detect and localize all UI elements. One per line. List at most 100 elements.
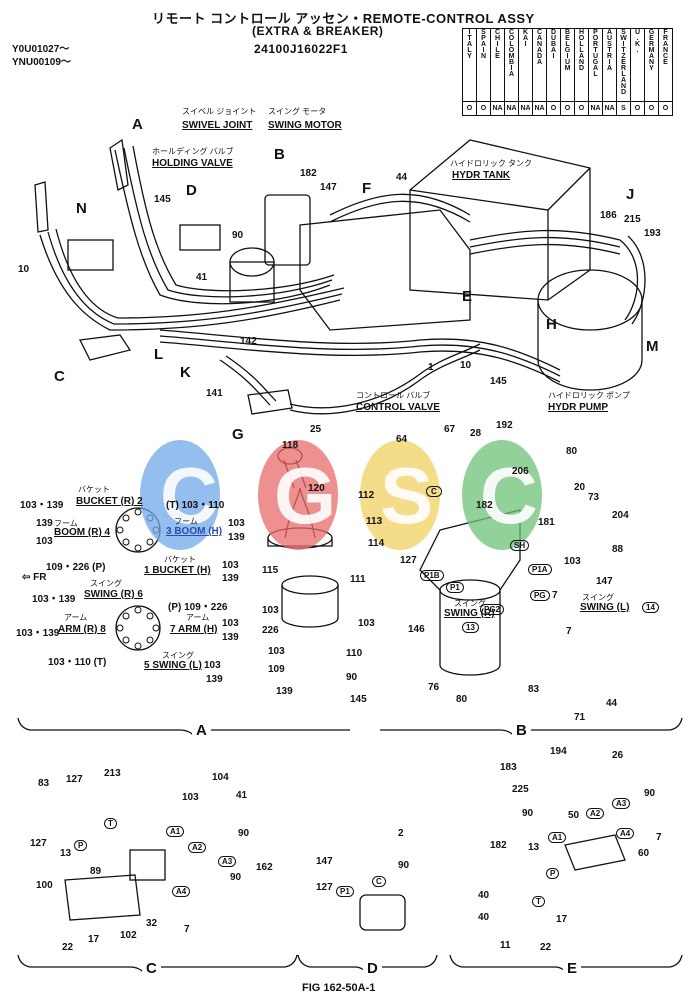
tag-c: C bbox=[372, 876, 386, 887]
arm-h-jp: アーム bbox=[186, 613, 210, 622]
part-number: 7 bbox=[566, 626, 572, 637]
country-name-text: PORTUGAL bbox=[592, 29, 599, 77]
part-number: 71 bbox=[574, 712, 586, 723]
part-number: 213 bbox=[104, 768, 121, 779]
part-number: 182 bbox=[490, 840, 507, 851]
part-number: 20 bbox=[574, 482, 586, 493]
part-number: 183 bbox=[500, 762, 517, 773]
watermark-c2-shape bbox=[462, 440, 542, 550]
tag-a2: A2 bbox=[188, 842, 207, 853]
country-name-text: KAI bbox=[522, 29, 529, 47]
country-name-text: AUSTRIA bbox=[606, 29, 613, 71]
country-value: NA bbox=[588, 101, 603, 116]
swing-l-label: 5 SWING (L) bbox=[144, 660, 202, 671]
part-number: 17 bbox=[556, 914, 568, 925]
part-number: 83 bbox=[38, 778, 50, 789]
part-number: 90 bbox=[238, 828, 250, 839]
part-number: 80 bbox=[566, 446, 578, 457]
bucket-h-label: 1 BUCKET (H) bbox=[144, 565, 211, 576]
part-number: 193 bbox=[644, 228, 661, 239]
country-name-text: SPAIN bbox=[480, 29, 487, 59]
part-number: 2 bbox=[398, 828, 404, 839]
watermark-letter-g: G bbox=[274, 451, 337, 540]
part-number: 186 bbox=[600, 210, 617, 221]
diagram-subtitle: (EXTRA & BREAKER) bbox=[252, 24, 384, 38]
boom-r-nums: 139 bbox=[36, 518, 53, 529]
part-number: 90 bbox=[232, 230, 244, 241]
part-number: 26 bbox=[612, 750, 624, 761]
part-number: 40 bbox=[478, 912, 490, 923]
arm-h-nums: 103 bbox=[222, 618, 239, 629]
part-number: 60 bbox=[638, 848, 650, 859]
part-number: 204 bbox=[612, 510, 629, 521]
part-number: 13 bbox=[528, 842, 540, 853]
boom-r-label: BOOM (R) 4 bbox=[54, 527, 111, 538]
view-letter-h: H bbox=[546, 316, 557, 333]
view-letter-e: E bbox=[462, 288, 473, 305]
part-number: 109 bbox=[268, 664, 285, 675]
watermark-letter-c2: C bbox=[480, 451, 538, 540]
tag-p1b: P1B bbox=[420, 570, 444, 581]
view-letter-f: F bbox=[362, 180, 372, 197]
view-letter-m: M bbox=[646, 338, 659, 355]
swing-l-b-label: SWING (L) bbox=[580, 602, 630, 613]
part-number: 11 bbox=[500, 940, 511, 951]
part-number: 103 bbox=[182, 792, 199, 803]
country-name-text: SWITZERLAND bbox=[620, 29, 627, 95]
view-letter-k: K bbox=[180, 364, 191, 381]
hydr-pump-label: HYDR PUMP bbox=[548, 402, 609, 413]
country-name: FRANCE bbox=[658, 28, 673, 102]
tag-a4: A4 bbox=[616, 828, 635, 839]
front-arrow: ⇦ FR bbox=[22, 572, 47, 583]
tag-sh: SH bbox=[510, 540, 530, 551]
part-number: 112 bbox=[358, 490, 375, 501]
part-number: 1 bbox=[428, 362, 434, 373]
bucket-r-label: BUCKET (R) 2 bbox=[76, 496, 143, 507]
tag-p1a: P1A bbox=[528, 564, 552, 575]
part-number: 194 bbox=[550, 746, 567, 757]
part-number: 147 bbox=[596, 576, 613, 587]
part-number: 226 bbox=[262, 625, 279, 636]
tag-a3: A3 bbox=[218, 856, 237, 867]
part-number: 28 bbox=[470, 428, 482, 439]
arm-h-nums-2: 139 bbox=[222, 632, 239, 643]
swing-r-label: SWING (R) 6 bbox=[84, 589, 143, 600]
country-name-text: DUBAI bbox=[550, 29, 557, 59]
t-port-label: (T) 103・110 bbox=[166, 500, 225, 511]
part-number: 73 bbox=[588, 492, 600, 503]
bucket-h-nums: 103 bbox=[222, 560, 239, 571]
part-number: 17 bbox=[88, 934, 100, 945]
swing-r-b-tag: 13 bbox=[462, 622, 479, 633]
swivel-joint-label: SWIVEL JOINT bbox=[182, 120, 253, 131]
tag-a1: A1 bbox=[166, 826, 185, 837]
part-number: 64 bbox=[396, 434, 408, 445]
part-code: 24100J16022F1 bbox=[254, 42, 348, 56]
part-number: 142 bbox=[240, 336, 257, 347]
part-number: 100 bbox=[36, 880, 53, 891]
part-number: 41 bbox=[236, 790, 248, 801]
diagram-title: リモート コントロール アッセン・REMOTE-CONTROL ASSY bbox=[152, 11, 535, 26]
boom-h-nums-2: 139 bbox=[228, 532, 245, 543]
part-number: 215 bbox=[624, 214, 641, 225]
bucket-r-jp: バケット bbox=[78, 485, 110, 494]
swing-l-b-jp: スイング bbox=[582, 593, 614, 602]
country-value: O bbox=[658, 101, 673, 116]
part-number: 44 bbox=[606, 698, 618, 709]
swing-l-nums: 103 bbox=[204, 660, 221, 671]
country-value: NA bbox=[518, 101, 533, 116]
boom-h-nums: 103 bbox=[228, 518, 245, 529]
tag-a2: A2 bbox=[586, 808, 605, 819]
part-number: 89 bbox=[90, 866, 102, 877]
country-value: NA bbox=[602, 101, 617, 116]
part-number: 67 bbox=[444, 424, 456, 435]
part-number: 147 bbox=[316, 856, 333, 867]
arm-r-label: ARM (R) 8 bbox=[58, 624, 106, 635]
part-number: 50 bbox=[568, 810, 580, 821]
part-number: 145 bbox=[154, 194, 171, 205]
part-number: 206 bbox=[512, 466, 529, 477]
part-number: 90 bbox=[644, 788, 656, 799]
part-number: 139 bbox=[276, 686, 293, 697]
part-number: 103 bbox=[262, 605, 279, 616]
country-name-text: BELGIUM bbox=[564, 29, 571, 71]
